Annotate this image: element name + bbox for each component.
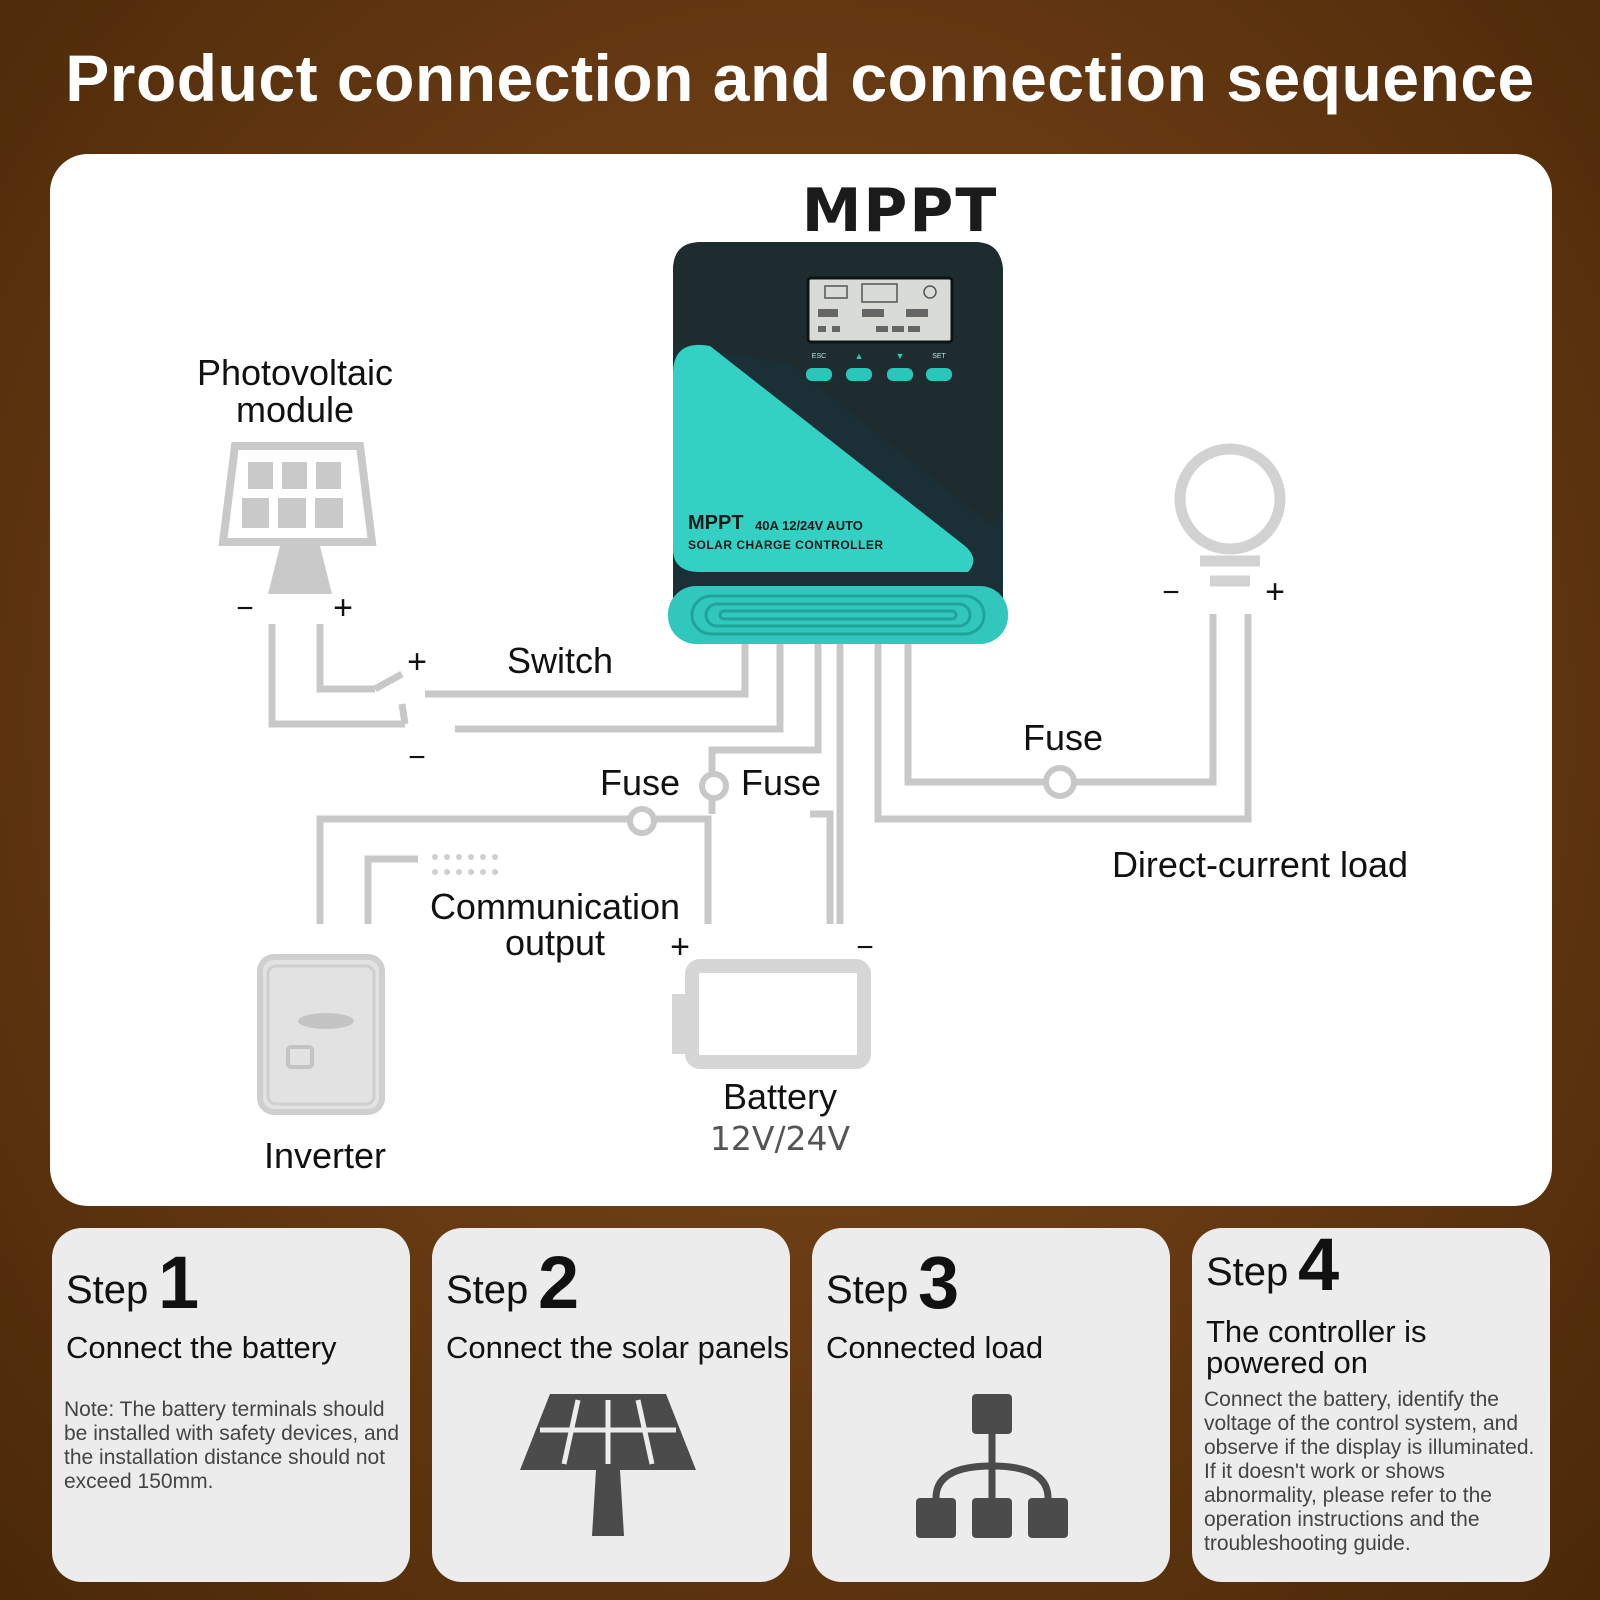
step-number: 1 <box>158 1241 200 1324</box>
controller-title: MPPT <box>801 176 999 246</box>
step-word: Step <box>826 1268 909 1312</box>
device-button-label: SET <box>932 353 946 360</box>
device-set-button <box>926 368 952 381</box>
pv-negative-wire <box>268 624 784 733</box>
fuse-left-label: Fuse <box>599 762 681 803</box>
step-word: Step <box>446 1268 529 1312</box>
fuse-right-symbol <box>1043 765 1077 799</box>
fuse-left-symbol <box>627 806 657 836</box>
step-number: 3 <box>918 1241 960 1324</box>
device-down-button <box>887 368 913 381</box>
battery-label: Battery <box>722 1076 838 1117</box>
step-1-card: Step 1 Connect the battery Note: The bat… <box>52 1228 410 1582</box>
battery-plus-sign: + <box>670 928 690 966</box>
inverter-wire-inner <box>364 855 418 924</box>
communication-label-line1: Communication <box>429 886 681 927</box>
switch-minus-sign: − <box>408 741 426 774</box>
solar-panel-icon <box>520 1394 696 1536</box>
step-word: Step <box>66 1268 149 1312</box>
device-brand: MPPT <box>688 512 744 534</box>
fuse-right-label: Fuse <box>1022 717 1104 758</box>
device-button-label: ▲ <box>854 351 864 361</box>
photovoltaic-label-line2: module <box>235 389 355 430</box>
step-heading-line1: The controller is <box>1206 1314 1427 1349</box>
battery-negative-wire <box>810 810 834 924</box>
step-heading: Connected load <box>826 1330 1044 1365</box>
switch-blade-upper <box>373 670 404 693</box>
battery-icon <box>672 959 871 1069</box>
mppt-controller-device <box>668 242 1008 644</box>
device-button-label: ESC <box>811 353 827 360</box>
device-button-label: ▼ <box>895 351 905 361</box>
step-number: 2 <box>538 1241 580 1324</box>
device-subtitle: SOLAR CHARGE CONTROLLER <box>688 538 884 552</box>
step-heading-line2: powered on <box>1206 1345 1369 1380</box>
step-3-card: Step 3 Connected load <box>812 1228 1170 1582</box>
device-esc-button <box>806 368 832 381</box>
load-network-icon <box>916 1394 1068 1538</box>
step-heading: Connect the solar panels <box>446 1330 789 1365</box>
switch-plus-sign: + <box>407 643 427 681</box>
communication-label-line2: output <box>504 922 606 963</box>
dc-load-label: Direct-current load <box>1111 844 1409 885</box>
battery-voltage-label: 12V/24V <box>709 1119 851 1158</box>
device-up-button <box>846 368 872 381</box>
solar-panel-icon <box>218 442 377 594</box>
step-note: Connect the battery, identify the voltag… <box>1204 1388 1535 1555</box>
inverter-wire-outer <box>316 815 712 924</box>
page-title: Product connection and connection sequen… <box>65 41 1535 115</box>
battery-minus-sign: − <box>856 931 874 964</box>
switch-label: Switch <box>506 640 614 681</box>
pv-plus-sign: + <box>333 589 353 627</box>
step-note: Note: The battery terminals should be in… <box>64 1398 400 1493</box>
communication-port-dots <box>432 854 498 875</box>
switch-blade-lower <box>398 703 409 725</box>
step-heading: Connect the battery <box>66 1330 337 1365</box>
step-word: Step <box>1206 1250 1289 1294</box>
wiring-diagram <box>218 242 1286 1115</box>
wiring-diagram-panel: ESC ▲ ▼ SET MPPT 40A 12/24V AUTO SOLAR C… <box>50 154 1552 1206</box>
fuse-mid-label: Fuse <box>740 762 822 803</box>
load-plus-sign: + <box>1265 573 1285 611</box>
load-positive-wire <box>874 614 1252 823</box>
load-minus-sign: − <box>1162 576 1180 609</box>
step-number: 4 <box>1298 1228 1340 1306</box>
inverter-label: Inverter <box>263 1135 387 1176</box>
inverter-icon <box>257 954 385 1115</box>
light-bulb-icon <box>1174 443 1286 587</box>
device-spec: 40A 12/24V AUTO <box>755 518 863 533</box>
fuse-mid-symbol <box>699 771 729 801</box>
pv-minus-sign: − <box>236 592 254 625</box>
pv-positive-wire <box>316 624 749 698</box>
step-4-card: Step 4 The controller is powered on Conn… <box>1192 1228 1550 1582</box>
step-2-card: Step 2 Connect the solar panels <box>432 1228 790 1582</box>
photovoltaic-label-line1: Photovoltaic <box>196 352 394 393</box>
